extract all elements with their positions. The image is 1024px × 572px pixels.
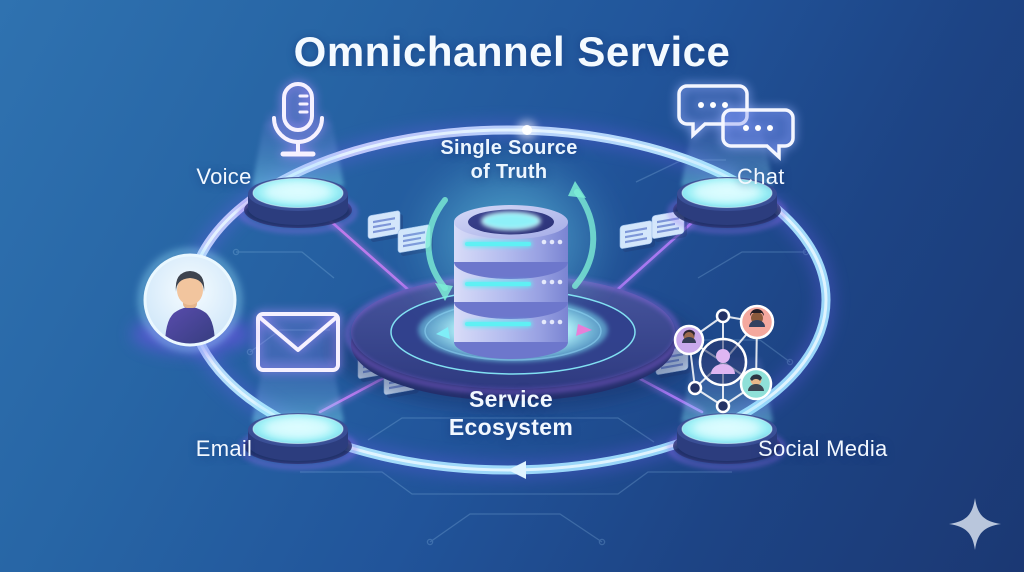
- social-node: [670, 304, 784, 467]
- social-network-icon: [673, 304, 775, 414]
- single-source-label: Single Source of Truth: [389, 136, 629, 185]
- chat-bubbles-icon: [677, 84, 795, 161]
- single-source-line2: of Truth: [470, 161, 548, 184]
- envelope-icon: [256, 312, 340, 372]
- service-ecosystem-line1: Service: [469, 386, 553, 412]
- channel-label-email: Email: [195, 436, 253, 461]
- email-node: [241, 312, 355, 467]
- chat-node: [670, 84, 795, 231]
- channel-label-voice: Voice: [196, 164, 252, 189]
- sparkle-icon: [949, 498, 1001, 550]
- database-icon: [401, 145, 621, 359]
- sync-arrows-icon: [436, 327, 450, 339]
- person-avatar-icon: [132, 249, 252, 354]
- service-ecosystem-label: Service Ecosystem: [391, 385, 631, 441]
- avatar: [739, 304, 775, 340]
- voice-node: [241, 82, 355, 231]
- service-ecosystem-line2: Ecosystem: [448, 414, 574, 441]
- data-card-icon: [618, 219, 657, 254]
- avatar: [739, 367, 773, 401]
- page-title: Omnichannel Service: [293, 28, 731, 75]
- single-source-line1: Single Source: [440, 137, 578, 159]
- sync-arrows-icon: [576, 324, 592, 336]
- avatar: [673, 324, 705, 356]
- sync-arrows-icon: [425, 189, 597, 291]
- microphone-icon: [272, 82, 324, 157]
- ring-arrow-icon: [508, 461, 526, 479]
- channel-label-social: Social Media: [758, 436, 888, 461]
- channel-label-chat: Chat: [737, 164, 785, 189]
